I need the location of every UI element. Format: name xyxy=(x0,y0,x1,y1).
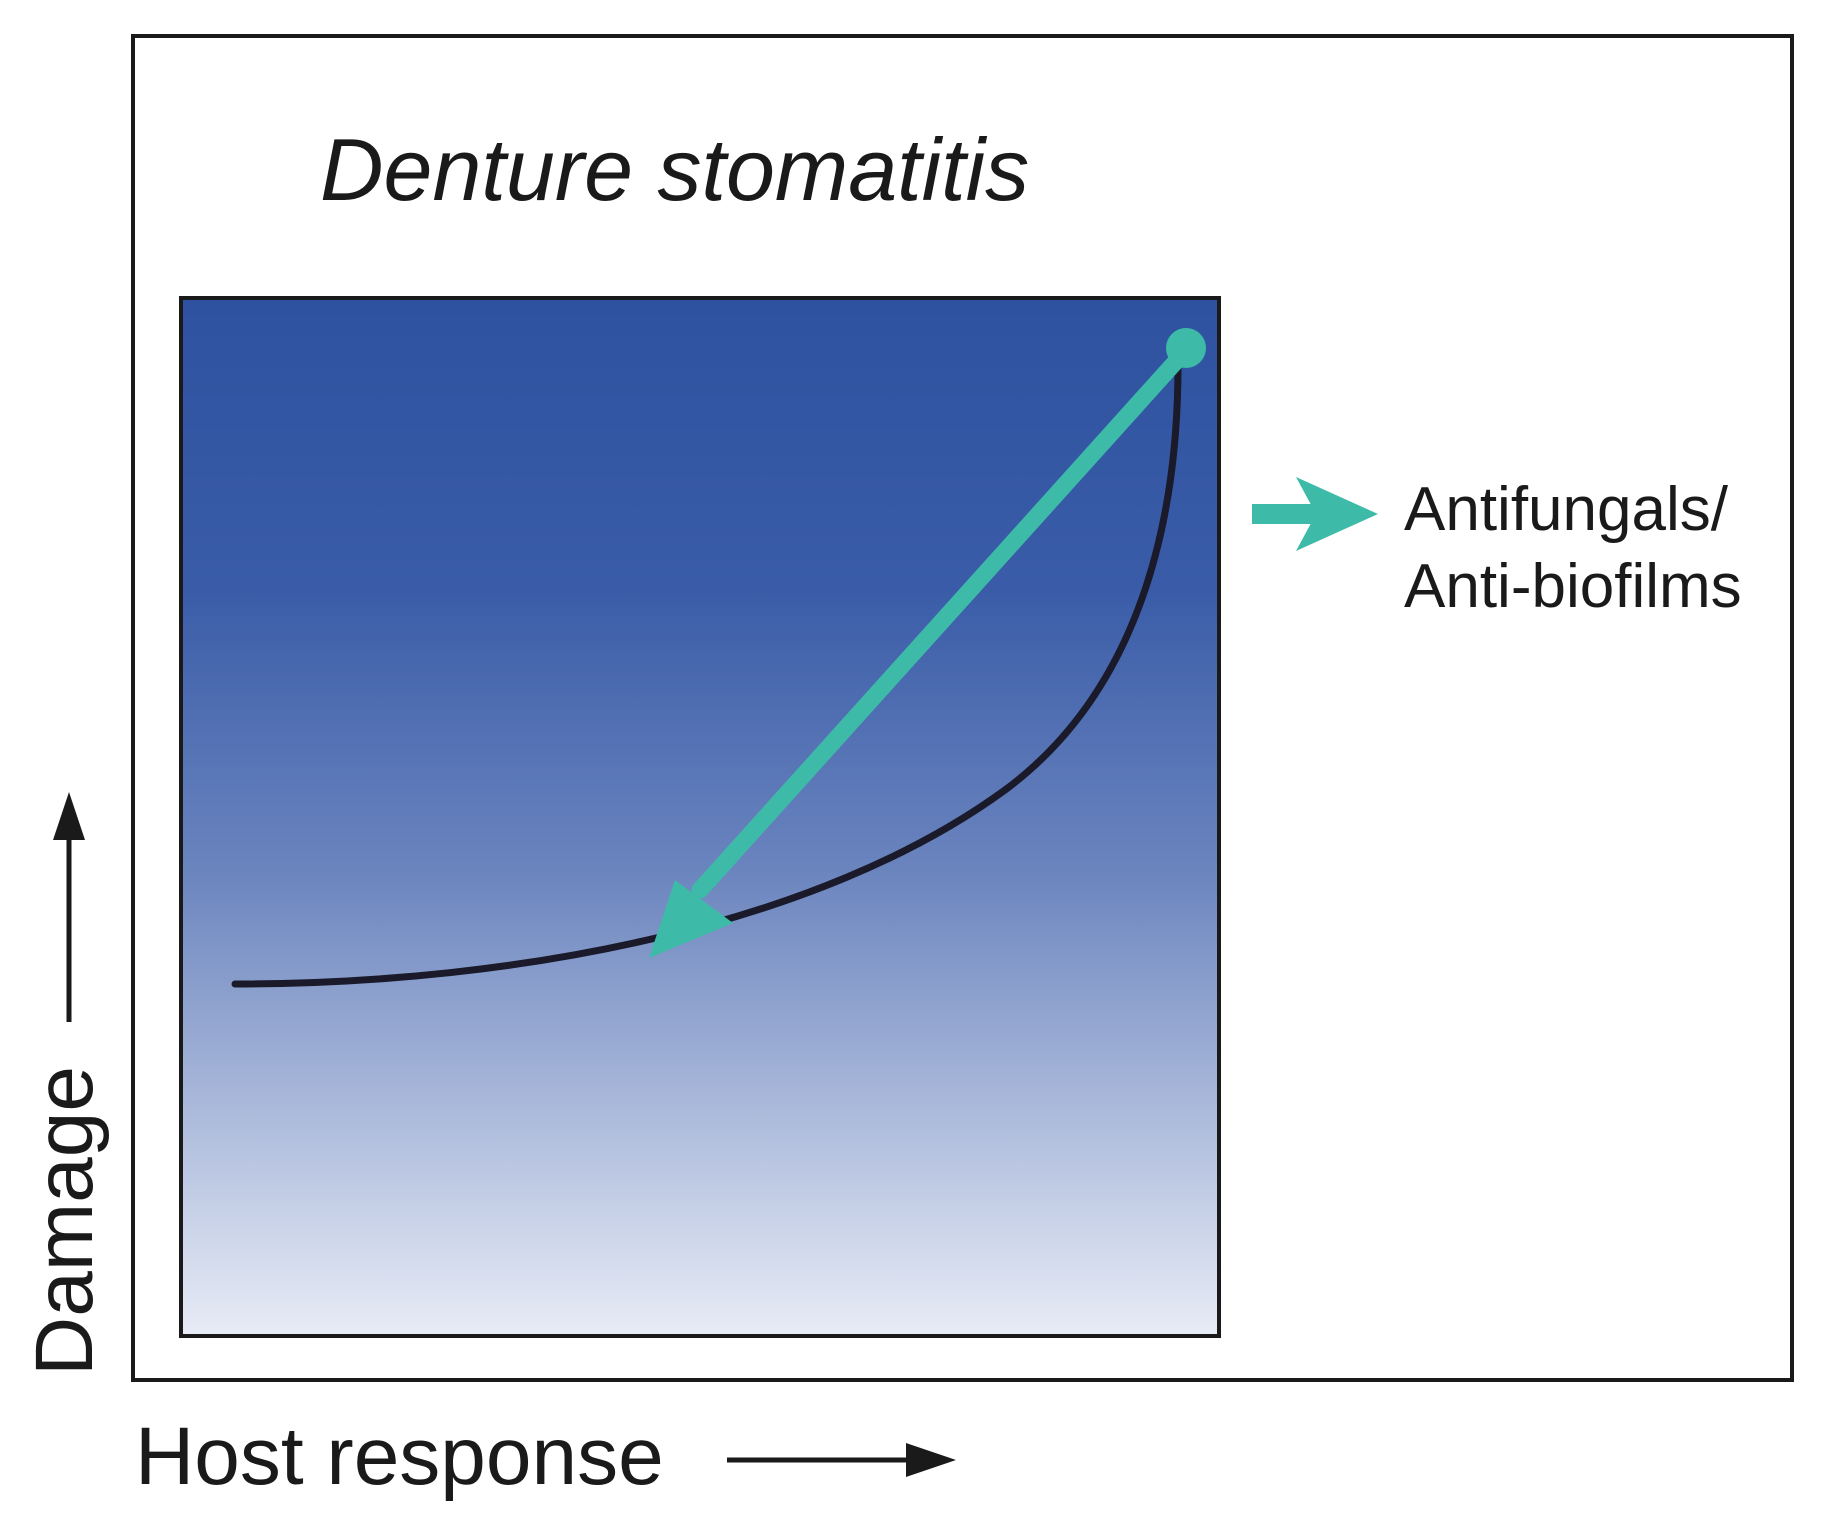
outer-frame xyxy=(131,34,1794,1382)
treatment-label-line1: Antifungals/ xyxy=(1404,475,1729,544)
treatment-arrow-shaft xyxy=(691,339,1197,899)
start-point-marker xyxy=(1166,328,1206,368)
damage-response-curve xyxy=(231,361,1182,988)
y-axis-arrow-head xyxy=(53,792,85,840)
treatment-arrow-head xyxy=(649,880,733,958)
x-axis-label: Host response xyxy=(135,1411,664,1502)
x-axis-arrow xyxy=(727,1443,956,1477)
diagram-title: Denture stomatitis xyxy=(320,120,1029,219)
y-axis-arrow xyxy=(53,792,85,1022)
treatment-label-line2: Anti-biofilms xyxy=(1404,552,1742,621)
x-axis-arrow-head xyxy=(906,1443,956,1477)
treatment-arrow xyxy=(649,328,1206,958)
therapy-pointer-arrow xyxy=(1252,477,1378,551)
plot-area xyxy=(179,296,1221,1338)
y-axis-label: Damage xyxy=(19,1066,110,1376)
therapy-pointer-head xyxy=(1296,477,1378,551)
